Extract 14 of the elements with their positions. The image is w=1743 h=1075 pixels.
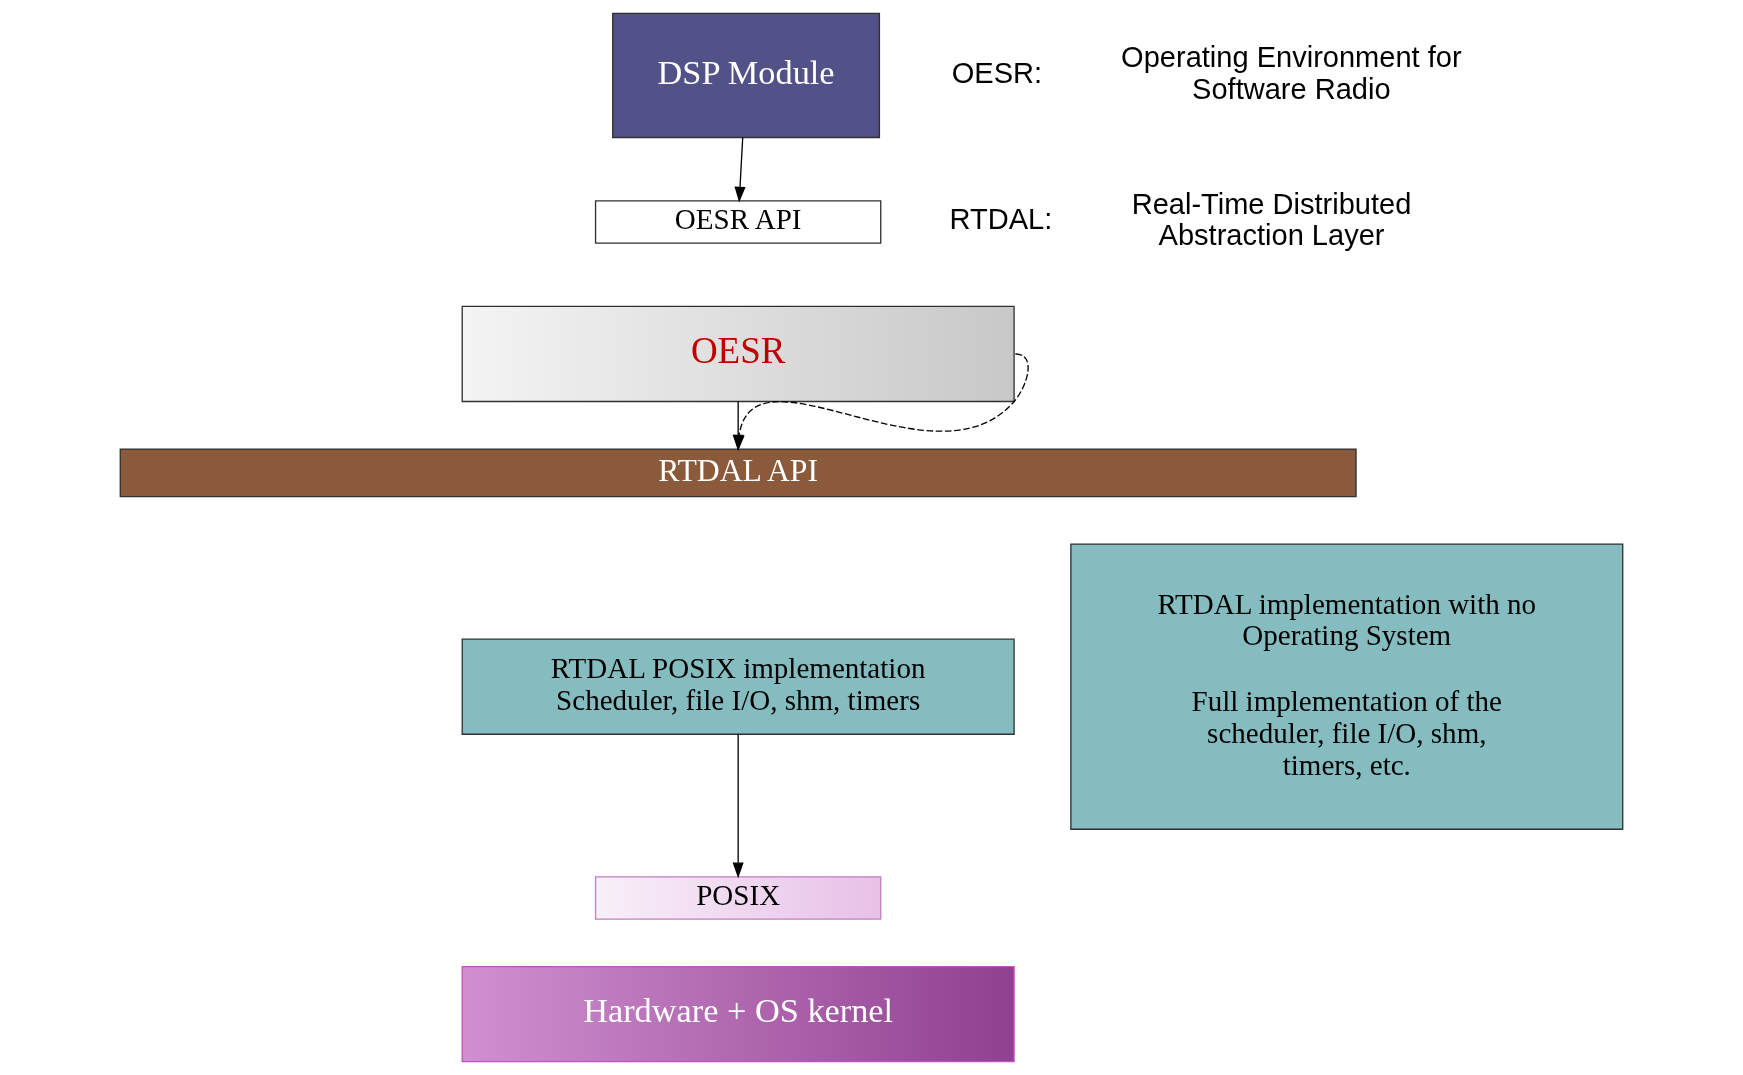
label: RTDAL: [949, 203, 1053, 236]
node-box: RTDAL API [119, 448, 1357, 498]
label: Operating Environment for Software Radio [1121, 40, 1462, 105]
node-box: RTDAL implementation with no Operating System Full implementation of the scheduler, file I/O, shm, timers, etc. [1070, 543, 1624, 830]
label: Real-Time Distributed Abstraction Layer [1131, 187, 1412, 252]
arrow [732, 733, 744, 879]
node-box: Hardware + OS kernel [461, 965, 1015, 1063]
node-box: DSP Module [612, 12, 881, 139]
node-box: POSIX [594, 876, 882, 920]
arrow [734, 137, 746, 203]
node-box: RTDAL POSIX implementation Scheduler, file I/O, shm, timers [461, 638, 1015, 735]
label: OESR: [951, 56, 1043, 89]
node-box: OESR API [594, 200, 882, 244]
node-box: OESR [461, 305, 1015, 403]
